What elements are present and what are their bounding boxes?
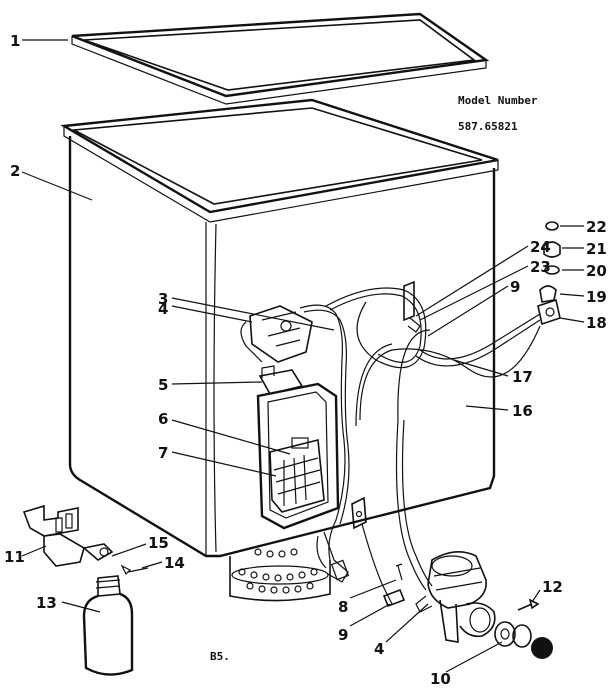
- callout-11: 11: [4, 548, 25, 566]
- callout-15: 15: [148, 534, 169, 552]
- callout-22: 22: [586, 218, 607, 236]
- callout-19: 19: [586, 288, 607, 306]
- callout-23: 23: [530, 258, 551, 276]
- callout-5: 5: [158, 376, 168, 394]
- callout-20: 20: [586, 262, 607, 280]
- ground-clip: [351, 496, 406, 608]
- page-code: B5.: [210, 650, 230, 663]
- callout-18: 18: [586, 314, 607, 332]
- callout-24: 24: [530, 238, 551, 256]
- callout-1: 1: [10, 32, 20, 50]
- lid-gasket: [71, 12, 490, 105]
- callout-13: 13: [36, 594, 57, 612]
- model-number-value: 587.65821: [458, 120, 518, 133]
- callout-9-upper: 9: [510, 278, 520, 296]
- tub: [60, 98, 499, 602]
- callout-10: 10: [430, 670, 451, 688]
- callout-4-lower: 4: [374, 640, 384, 658]
- water-valve: [415, 551, 553, 659]
- callout-6: 6: [158, 410, 168, 428]
- detergent-bottle: [82, 575, 134, 676]
- door-switch: [22, 504, 149, 576]
- callout-7: 7: [158, 444, 168, 462]
- callout-4-upper: 4: [158, 300, 168, 318]
- callout-21: 21: [586, 240, 607, 258]
- callout-16: 16: [512, 402, 533, 420]
- control-box: [256, 382, 340, 530]
- callout-numbers: 1 2 3 4 5 6 7 24 23 9 17 16 22 21 20 19 …: [4, 32, 607, 688]
- callout-3: 3: [158, 290, 168, 308]
- callout-12: 12: [542, 578, 563, 596]
- hoses: [325, 287, 541, 591]
- callout-9-lower: 9: [338, 626, 348, 644]
- callout-17: 17: [512, 368, 533, 386]
- callout-14: 14: [164, 554, 185, 572]
- callout-8: 8: [338, 598, 348, 616]
- model-number-label: Model Number: [458, 94, 538, 107]
- callout-2: 2: [10, 162, 20, 180]
- leader-lines: [21, 39, 585, 673]
- wire-harness: [299, 304, 350, 583]
